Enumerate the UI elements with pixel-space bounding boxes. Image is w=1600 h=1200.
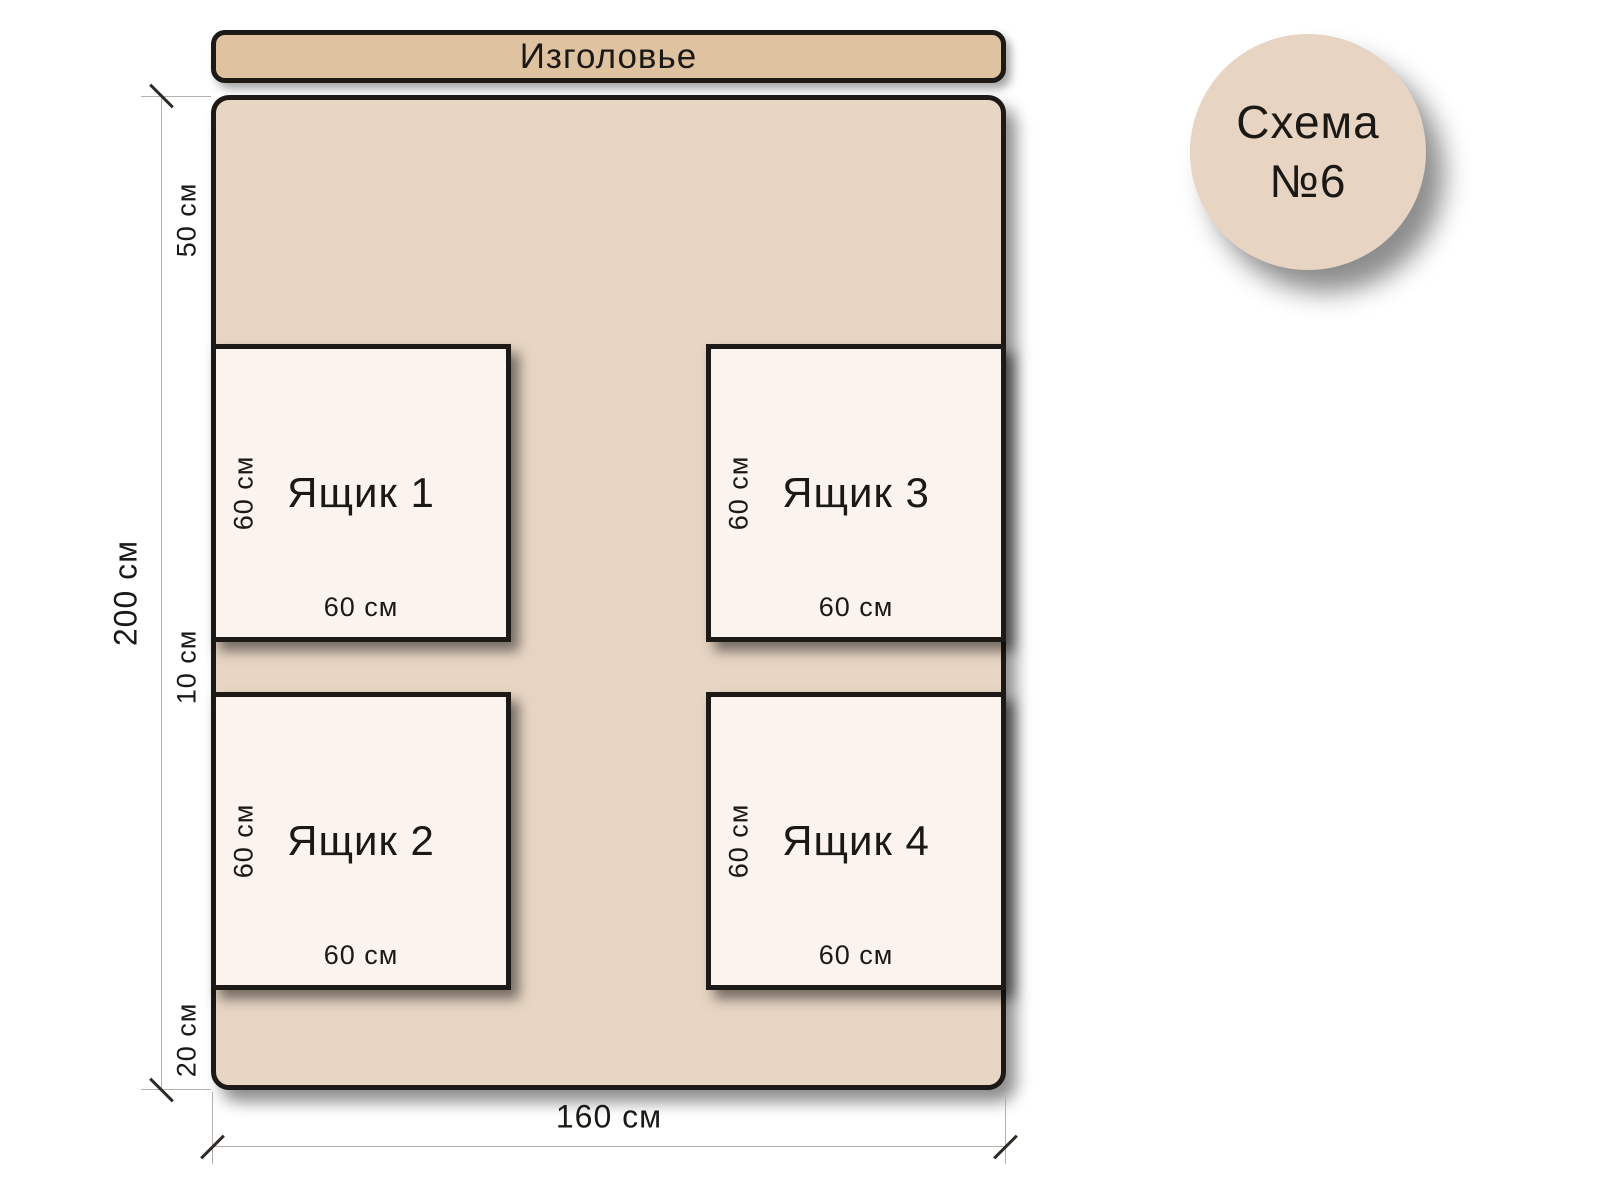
- total-height-top-extension: [141, 96, 211, 97]
- head-section-dim-label: 50 см: [171, 182, 202, 258]
- total-width-dim-label: 160 см: [555, 1098, 663, 1135]
- middle-gap-dim-label: 10 см: [171, 629, 202, 705]
- drawer-1: 60 см Ящик 1 60 см: [211, 344, 511, 642]
- total-height-dim-line: [161, 96, 162, 1090]
- drawer-2-label: Ящик 2: [287, 817, 435, 864]
- drawer-1-label: Ящик 1: [287, 469, 435, 516]
- scheme-number-badge: Схема №6: [1190, 34, 1426, 270]
- drawer-4-width-dim: 60 см: [818, 940, 894, 970]
- total-height-bottom-extension: [141, 1089, 211, 1090]
- foot-section-dim-label: 20 см: [171, 1002, 202, 1078]
- drawer-1-width-dim: 60 см: [323, 592, 399, 622]
- scheme-badge-line1: Схема: [1236, 96, 1380, 149]
- drawer-4-label: Ящик 4: [782, 817, 930, 864]
- headboard: Изголовье: [211, 30, 1006, 83]
- drawer-2-width-dim: 60 см: [323, 940, 399, 970]
- drawer-2: 60 см Ящик 2 60 см: [211, 692, 511, 990]
- headboard-label: Изголовье: [519, 36, 698, 76]
- total-height-dim-label: 200 см: [107, 539, 144, 647]
- drawer-3-label: Ящик 3: [782, 469, 930, 516]
- drawer-4: 60 см Ящик 4 60 см: [706, 692, 1006, 990]
- scheme-badge-line2: №6: [1269, 155, 1347, 207]
- drawer-3-width-dim: 60 см: [818, 592, 894, 622]
- drawer-3: 60 см Ящик 3 60 см: [706, 344, 1006, 642]
- total-width-dim-line: [212, 1146, 1006, 1147]
- total-width-left-extension: [212, 1092, 213, 1164]
- total-width-right-extension: [1005, 1092, 1006, 1164]
